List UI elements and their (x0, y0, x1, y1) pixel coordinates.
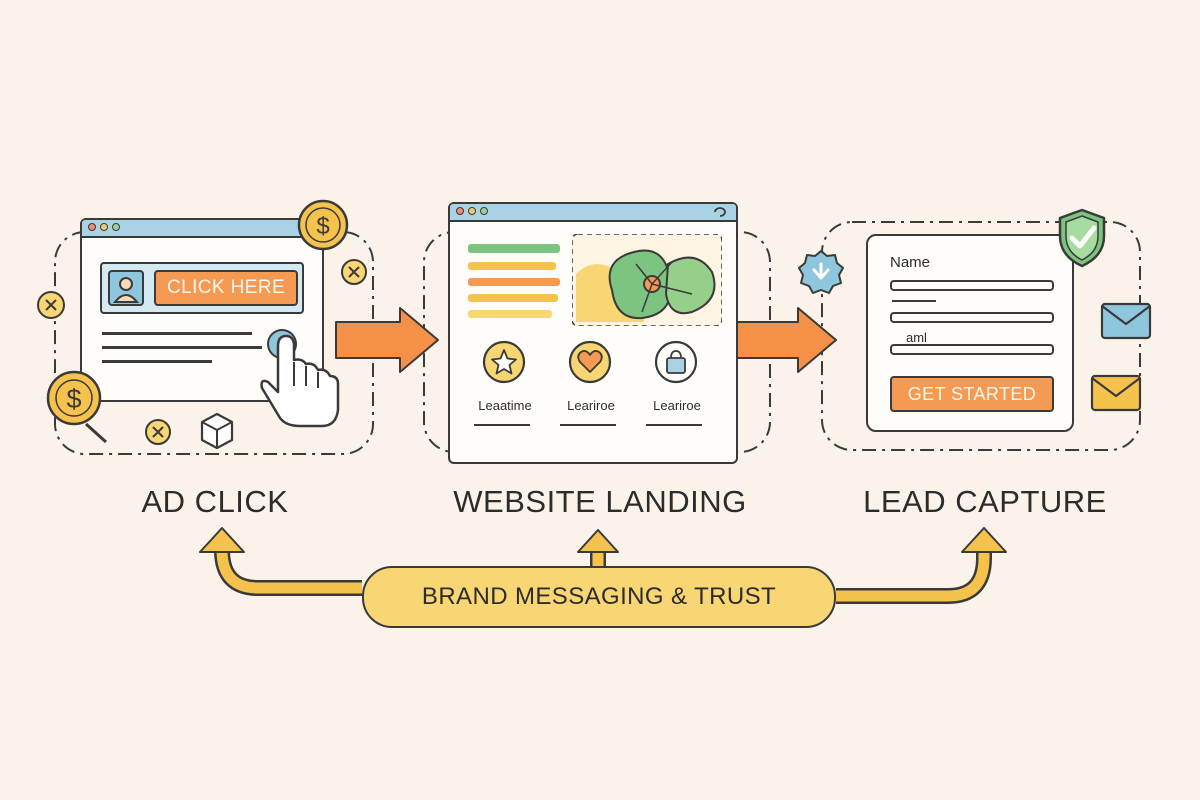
refresh-icon (714, 207, 726, 217)
window-dot-red (456, 207, 464, 215)
landing-browser-window: Leaatime Leariroe Leariroe (448, 202, 738, 464)
content-bar-yellow (468, 294, 558, 302)
email-input[interactable] (890, 344, 1054, 355)
name-input[interactable] (890, 280, 1054, 291)
dollar-coin-icon: $ (297, 199, 349, 251)
svg-text:$: $ (316, 213, 329, 240)
content-bar-green (468, 244, 560, 253)
window-dot-green (112, 223, 120, 231)
scissors-icon (37, 291, 65, 319)
envelope-icon (1090, 374, 1142, 412)
content-bar-yellow (468, 310, 552, 318)
checkmark-badge-icon (798, 250, 844, 294)
scissors-icon (145, 419, 171, 445)
ad-window-titlebar (82, 220, 322, 238)
step-label-lead-capture: LEAD CAPTURE (863, 484, 1107, 519)
feature-underline (646, 424, 702, 426)
get-started-button[interactable]: GET STARTED (890, 376, 1054, 412)
ad-text-line-2 (102, 346, 262, 349)
brand-trust-banner: BRAND MESSAGING & TRUST (362, 566, 836, 628)
pointer-hand-icon (260, 329, 340, 428)
window-dot-green (480, 207, 488, 215)
dollar-coin-icon: $ (46, 370, 108, 444)
lead-form-window: Name aml GET STARTED (866, 234, 1074, 432)
window-dot-yellow (468, 207, 476, 215)
heart-icon (568, 340, 612, 384)
feature-caption-3: Leariroe (653, 398, 701, 413)
email-field-hint: aml (906, 330, 927, 345)
leaf-icon (572, 234, 722, 326)
box-icon (200, 412, 234, 450)
user-icon (108, 270, 144, 306)
window-dot-red (88, 223, 96, 231)
content-bar-yellow (468, 262, 556, 270)
flow-arrow-2 (735, 307, 837, 373)
trust-arrow-right (836, 527, 1007, 604)
step-label-ad-click: AD CLICK (141, 484, 289, 519)
shield-check-icon (1058, 208, 1106, 268)
brand-trust-label: BRAND MESSAGING & TRUST (421, 583, 777, 610)
envelope-icon (1100, 302, 1152, 340)
ad-text-line-1 (102, 332, 252, 335)
window-dot-yellow (100, 223, 108, 231)
form-hint-line (892, 300, 936, 302)
star-icon (482, 340, 526, 384)
trust-arrow-left (199, 527, 362, 596)
scissors-icon (341, 259, 367, 285)
landing-window-titlebar (450, 204, 736, 222)
content-bar-orange (468, 278, 560, 286)
name-field-label: Name (890, 254, 931, 271)
flow-arrow-1 (335, 307, 439, 373)
bag-icon (654, 340, 698, 384)
feature-underline (474, 424, 530, 426)
trust-arrow-center (577, 529, 619, 568)
ad-text-line-3 (102, 360, 212, 363)
company-input[interactable] (890, 312, 1054, 323)
ad-banner: CLICK HERE (100, 262, 304, 314)
feature-caption-1: Leaatime (478, 398, 532, 413)
feature-caption-2: Leariroe (567, 398, 615, 413)
svg-text:$: $ (66, 384, 81, 414)
step-label-website-landing: WEBSITE LANDING (453, 484, 747, 519)
feature-underline (560, 424, 616, 426)
click-here-button[interactable]: CLICK HERE (154, 270, 298, 306)
